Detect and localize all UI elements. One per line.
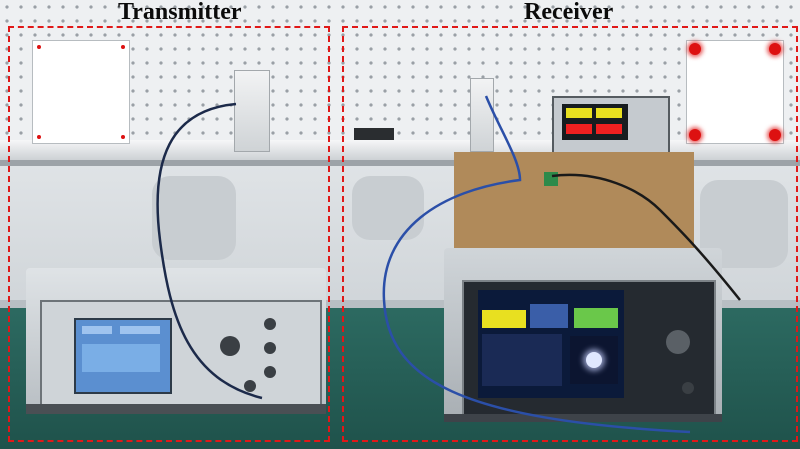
connector (264, 342, 276, 354)
constellation-point (37, 45, 41, 49)
chair (352, 176, 424, 240)
transmitter-section (8, 26, 330, 442)
spectrum-analyzer-base (444, 414, 722, 422)
constellation-point (689, 43, 701, 55)
workbench-edge (0, 300, 800, 308)
constellation-point (689, 129, 701, 141)
rotary-knob (220, 336, 240, 356)
rx-panel-antenna-icon (470, 78, 494, 152)
signal-generator-base (26, 404, 326, 414)
tx-panel-antenna-icon (234, 70, 270, 152)
constellation-point (769, 43, 781, 55)
power-cable (551, 173, 741, 301)
shelf-box (354, 128, 394, 140)
signal-generator-controls (180, 318, 310, 398)
connector (264, 318, 276, 330)
connector (244, 380, 256, 392)
connector (682, 382, 694, 394)
rotary-knob (666, 330, 690, 354)
power-supply-display (562, 104, 628, 140)
tx-constellation-board (32, 40, 130, 144)
spectrum-analyzer-controls (632, 296, 706, 406)
transmitter-label: Transmitter (118, 0, 242, 25)
receiver-label: Receiver (524, 0, 614, 25)
pegboard-wall (0, 0, 800, 150)
receiver-section (342, 26, 798, 442)
tx-cable (156, 102, 263, 400)
chair (152, 176, 236, 260)
rx-constellation-board (686, 40, 784, 144)
signal-generator-screen (74, 318, 172, 394)
spectrum-analyzer-screen (478, 290, 624, 398)
rx-cable (382, 95, 691, 434)
connector (264, 366, 276, 378)
constellation-point (37, 135, 41, 139)
constellation-point (121, 135, 125, 139)
constellation-point (769, 129, 781, 141)
shelf-edge (0, 160, 800, 166)
constellation-point (121, 45, 125, 49)
